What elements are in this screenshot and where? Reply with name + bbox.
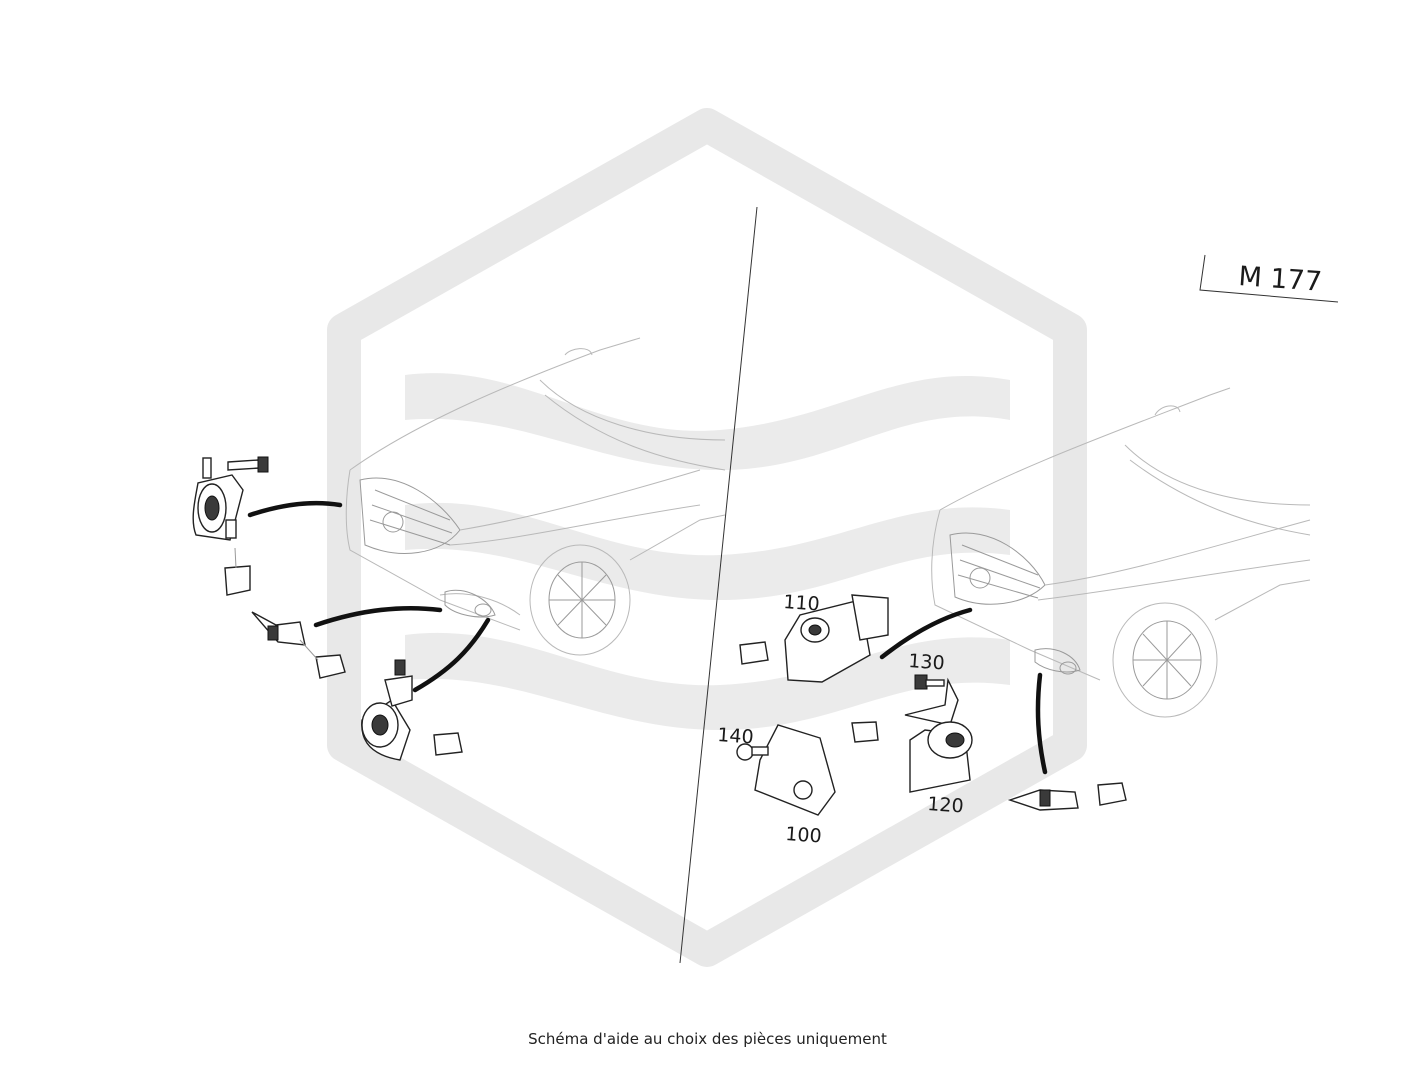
screw-upper-left (227, 456, 269, 473)
watermark-logo-icon (327, 108, 1087, 967)
model-tag: M 177 (1199, 254, 1339, 303)
connector-upper-left (224, 547, 251, 596)
model-code-text: M 177 (1238, 261, 1323, 298)
screw-part-130 (914, 674, 945, 690)
car-outline-left (345, 337, 726, 656)
arrow-left-2 (313, 605, 443, 628)
horn-part-110 (739, 594, 889, 683)
diagram-caption: Schéma d'aide au choix des pièces unique… (528, 1030, 887, 1048)
arrow-right-1 (879, 607, 973, 660)
sensor-lower-right (1007, 782, 1127, 811)
arrow-left-3 (412, 617, 491, 693)
arrow-right-2 (1035, 672, 1048, 775)
callout-110: 110 (783, 591, 821, 615)
callout-130: 130 (908, 650, 946, 674)
callout-100: 100 (785, 823, 823, 847)
screw-part-140 (736, 743, 769, 761)
sensor-mid-left (251, 611, 346, 679)
arrow-left-1 (247, 500, 343, 518)
car-outline-right (931, 387, 1311, 718)
horn-part-120 (851, 677, 973, 793)
callout-120: 120 (927, 793, 965, 817)
horn-upper-left (192, 457, 244, 541)
bracket-part-100 (754, 724, 836, 816)
callout-140: 140 (717, 724, 755, 748)
panel-divider (679, 206, 758, 964)
horn-lower-left (361, 659, 463, 761)
